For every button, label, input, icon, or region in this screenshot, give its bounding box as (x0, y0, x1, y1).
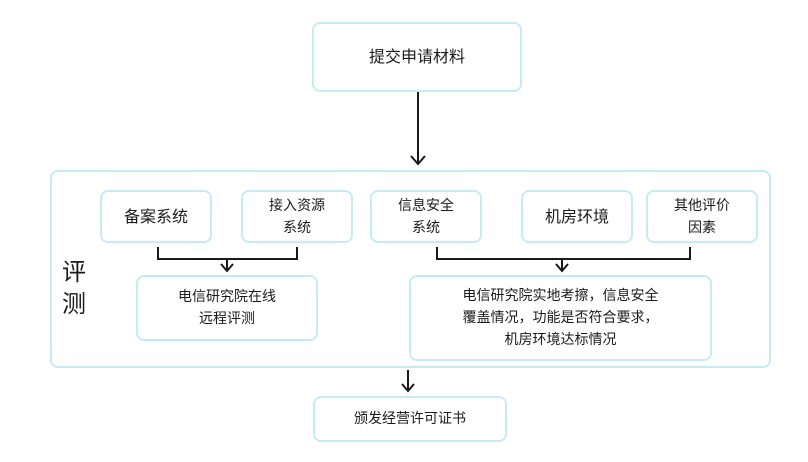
remote-online-evaluation-box: 电信研究院在线 远程评测 (136, 275, 318, 341)
information-security-system-box: 信息安全 系统 (370, 190, 482, 243)
bracket-right-group (436, 247, 691, 260)
arrowhead-right-group-to-onsite (555, 263, 569, 273)
issue-license-box: 颁发经营许可证书 (313, 396, 507, 442)
bracket-left-group (157, 247, 298, 260)
filing-system-box: 备案系统 (100, 190, 212, 243)
evaluation-section-label: 评 测 (62, 258, 86, 318)
other-evaluation-factors-box: 其他评价 因素 (646, 190, 758, 243)
arrowhead-evaluation-to-license (401, 383, 415, 393)
submit-application-box: 提交申请材料 (312, 22, 522, 92)
machine-room-environment-box: 机房环境 (521, 190, 633, 243)
arrowhead-submit-to-evaluation (410, 155, 426, 166)
access-resource-system-box: 接入资源 系统 (241, 190, 353, 243)
onsite-inspection-box: 电信研究院实地考擦，信息安全 覆盖情况，功能是否符合要求， 机房环境达标情况 (409, 275, 712, 361)
arrowhead-left-group-to-remote (220, 263, 234, 273)
